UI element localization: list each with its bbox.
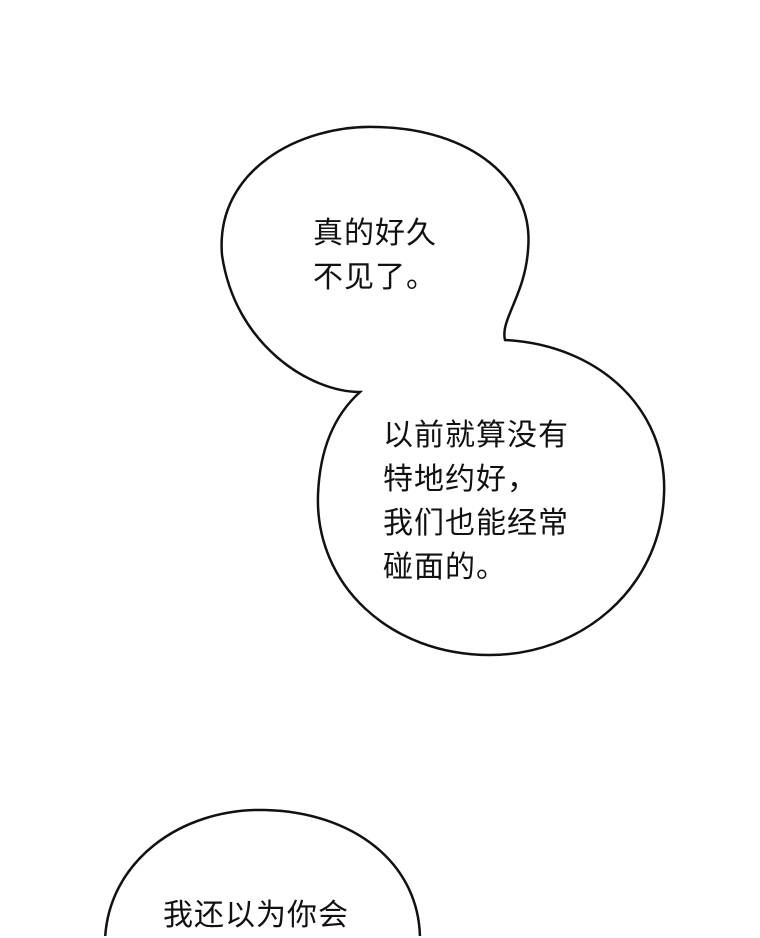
text-line: 不见了。 (313, 260, 437, 295)
bubble-text-3: 我还以为你会 (163, 894, 349, 938)
bubble-text-2: 以前就算没有 特地约好， 我们也能经常 碰面的。 (383, 414, 569, 590)
text-line: 我们也能经常 (383, 506, 569, 541)
speech-bubble-top-merged (220, 125, 666, 657)
speech-bubble-bottom (104, 808, 422, 936)
text-line: 真的好久 (313, 216, 437, 251)
text-line: 碰面的。 (383, 550, 507, 585)
text-line: 我还以为你会 (163, 898, 349, 933)
text-line: 特地约好， (383, 462, 538, 497)
text-line: 以前就算没有 (383, 418, 569, 453)
bubble-text-1: 真的好久 不见了。 (313, 212, 437, 300)
